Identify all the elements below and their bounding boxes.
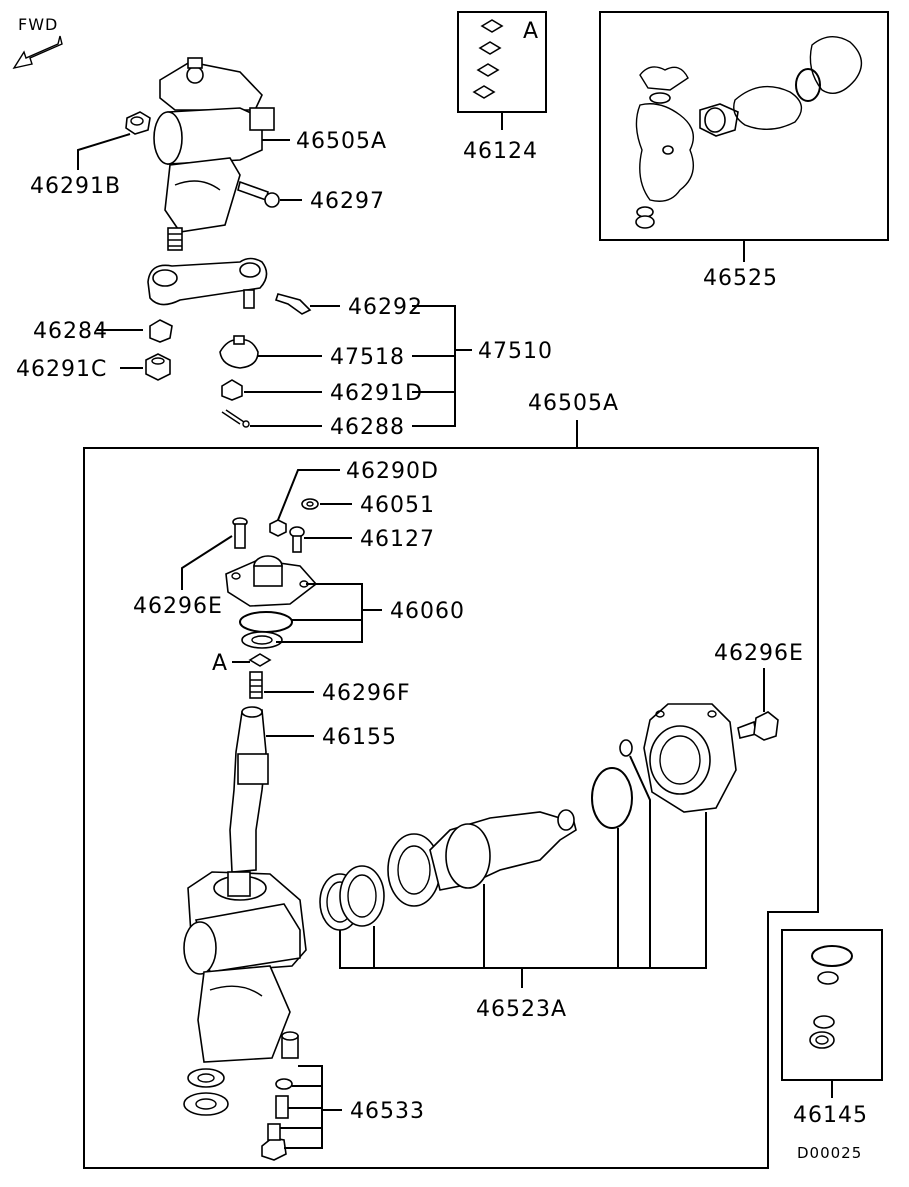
- part-46155: 46155: [229, 706, 397, 873]
- label-47510: 47510: [478, 339, 553, 364]
- label-46145: 46145: [793, 1103, 868, 1128]
- part-46284: 46284: [33, 319, 173, 344]
- label-46051: 46051: [360, 493, 435, 518]
- fwd-label: FWD: [18, 15, 58, 34]
- label-46124: 46124: [463, 139, 538, 164]
- label-46533: 46533: [350, 1099, 425, 1124]
- callout-a-label: A: [212, 651, 228, 676]
- inset-a-label: A: [523, 19, 539, 44]
- part-46127: 46127: [289, 526, 435, 553]
- part-46051: 46051: [301, 493, 435, 518]
- label-46296F: 46296F: [322, 681, 411, 706]
- exploded-view-46505A: 46505A: [83, 391, 819, 1169]
- label-46290D: 46290D: [346, 459, 439, 484]
- part-46291C: 46291C: [16, 353, 171, 382]
- label-46291D: 46291D: [330, 381, 423, 406]
- part-46291B: 46291B: [30, 111, 151, 199]
- side-housing: [643, 703, 737, 813]
- label-46291B: 46291B: [30, 174, 121, 199]
- part-46296E-right: 46296E: [714, 641, 804, 741]
- label-46505A-box: 46505A: [528, 391, 619, 416]
- label-46292: 46292: [348, 295, 423, 320]
- inset-a-box: A 46124: [457, 11, 547, 164]
- pitman-arm: [147, 257, 268, 309]
- gasket-kit-box: 46525: [599, 11, 889, 291]
- label-46155: 46155: [322, 725, 397, 750]
- seal-kit-box: 46145: [781, 929, 883, 1128]
- part-46533: 46533: [261, 1031, 425, 1161]
- part-46292: 46292: [274, 293, 423, 320]
- part-46505A-top: 46505A: [262, 129, 387, 154]
- part-46060: 46060: [225, 555, 465, 649]
- label-46284: 46284: [33, 319, 108, 344]
- part-46288: 46288: [221, 409, 405, 440]
- part-46523A: 46523A: [319, 739, 707, 1022]
- label-46505A-top: 46505A: [296, 129, 387, 154]
- bracket-47510: 47510: [412, 305, 553, 427]
- label-46291C: 46291C: [16, 357, 107, 382]
- callout-a: A: [212, 651, 272, 676]
- label-46127: 46127: [360, 527, 435, 552]
- label-46060: 46060: [390, 599, 465, 624]
- part-46290D: 46290D: [269, 459, 439, 537]
- part-46297: 46297: [237, 180, 385, 214]
- lower-seals: [183, 1068, 229, 1116]
- steering-gear-assembly-drawing: [153, 57, 275, 251]
- gear-housing: [183, 871, 307, 1063]
- fwd-arrow-icon: [12, 35, 63, 70]
- fwd-indicator: FWD: [12, 15, 63, 70]
- part-46296E-left: 46296E: [133, 517, 248, 619]
- label-46525: 46525: [703, 266, 778, 291]
- label-46523A: 46523A: [476, 997, 567, 1022]
- label-46288: 46288: [330, 415, 405, 440]
- part-46291D: 46291D: [221, 379, 423, 406]
- label-46297: 46297: [310, 189, 385, 214]
- part-46296F: 46296F: [249, 671, 411, 706]
- label-47518: 47518: [330, 345, 405, 370]
- label-46296E-right: 46296E: [714, 641, 804, 666]
- diagram-code: D00025: [797, 1144, 862, 1162]
- part-47518: 47518: [219, 335, 405, 370]
- label-46296E-left: 46296E: [133, 594, 223, 619]
